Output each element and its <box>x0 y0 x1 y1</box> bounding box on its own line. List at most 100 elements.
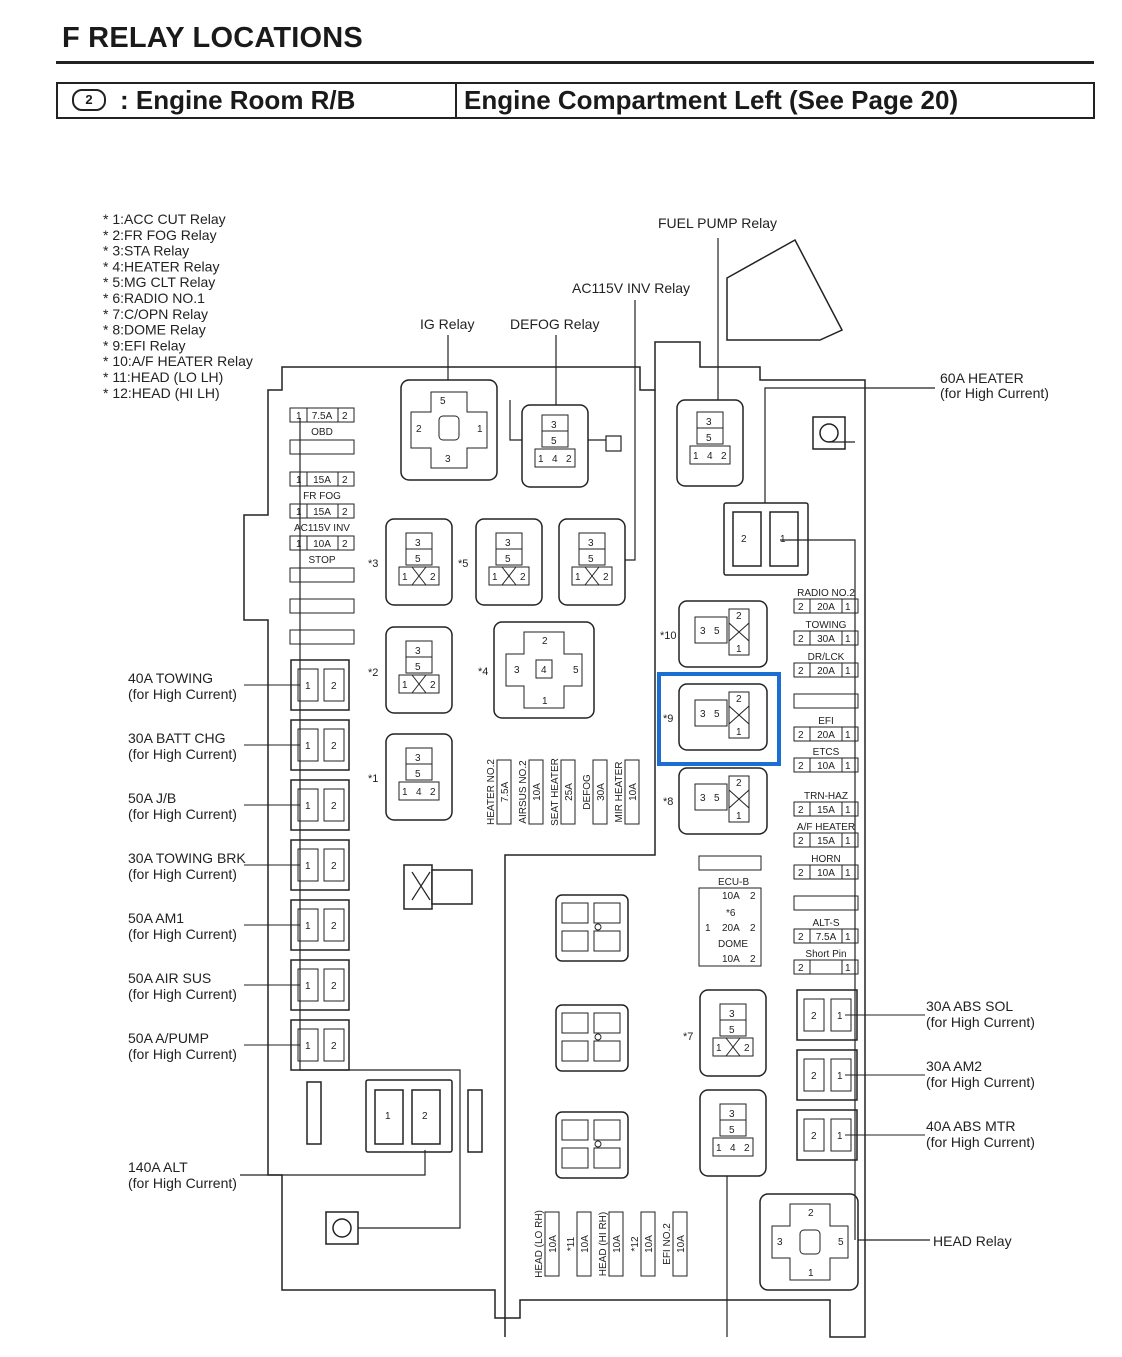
svg-text:2: 2 <box>798 634 804 645</box>
fuse-label: 30A TOWING BRK <box>128 850 246 866</box>
svg-text:1: 1 <box>705 923 711 934</box>
dome-amp: 10A <box>722 954 740 965</box>
fuse-amp: 10A <box>817 868 835 879</box>
fuse-amp: 20A <box>817 602 835 613</box>
svg-text:2: 2 <box>750 923 756 934</box>
fuse-label: 40A ABS MTR <box>926 1118 1015 1134</box>
legend-item: * 1:ACC CUT Relay <box>103 211 226 227</box>
svg-text:2: 2 <box>331 681 337 692</box>
fuse-name: *12 <box>630 1236 641 1251</box>
svg-text:2: 2 <box>808 1208 814 1219</box>
legend-item: * 7:C/OPN Relay <box>103 306 208 322</box>
legend-item: * 6:RADIO NO.1 <box>103 290 205 306</box>
alt-fuse-label: 140A ALT <box>128 1159 188 1175</box>
svg-text:5: 5 <box>415 769 421 780</box>
svg-text:1: 1 <box>296 539 302 550</box>
fuse-label: 40A TOWING <box>128 670 213 686</box>
svg-text:1: 1 <box>845 602 851 613</box>
svg-text:5: 5 <box>706 433 712 444</box>
svg-text:2: 2 <box>331 1041 337 1052</box>
svg-text:2: 2 <box>736 694 742 705</box>
svg-text:5: 5 <box>714 709 720 720</box>
fuse-amp: 10A <box>313 539 331 550</box>
svg-text:2: 2 <box>744 1143 750 1154</box>
fuse-label: 30A AM2 <box>926 1058 982 1074</box>
fuse-sub-label: (for High Current) <box>128 806 237 822</box>
svg-text:1: 1 <box>837 1071 843 1082</box>
svg-text:3: 3 <box>415 753 421 764</box>
fuse-sub-label: (for High Current) <box>926 1074 1035 1090</box>
svg-text:2: 2 <box>520 572 526 583</box>
svg-text:3: 3 <box>729 1109 735 1120</box>
block-lid <box>726 238 844 341</box>
legend-item: * 11:HEAD (LO LH) <box>103 369 223 385</box>
svg-text:4: 4 <box>707 451 713 462</box>
fuse-amp: 15A <box>817 805 835 816</box>
svg-text:2: 2 <box>566 454 572 465</box>
svg-text:3: 3 <box>505 538 511 549</box>
fuse-name: ETCS <box>813 747 840 758</box>
svg-text:1: 1 <box>385 1111 391 1122</box>
svg-text:3: 3 <box>700 626 706 637</box>
ecu-b-amp: 10A <box>722 891 740 902</box>
fuse-amp: 10A <box>676 1235 687 1253</box>
fuse-name: STOP <box>308 555 335 566</box>
legend-item: * 5:MG CLT Relay <box>103 274 215 290</box>
block-name: : Engine Room R/B <box>120 85 356 115</box>
svg-text:1: 1 <box>402 787 408 798</box>
fuse-sub-label: (for High Current) <box>926 1134 1035 1150</box>
svg-text:1: 1 <box>837 1011 843 1022</box>
legend-item: * 4:HEATER Relay <box>103 258 219 274</box>
ig-relay-label: IG Relay <box>420 316 474 332</box>
svg-text:2: 2 <box>736 611 742 622</box>
svg-text:5: 5 <box>415 662 421 673</box>
fuse-slot-empty <box>793 895 859 911</box>
svg-text:2: 2 <box>750 954 756 965</box>
svg-text:5: 5 <box>573 665 579 676</box>
svg-text:2: 2 <box>430 572 436 583</box>
svg-text:1: 1 <box>845 868 851 879</box>
fuse-amp: 10A <box>532 783 543 801</box>
svg-text:2: 2 <box>342 475 348 486</box>
fuse-amp: 10A <box>628 783 639 801</box>
svg-text:1: 1 <box>305 801 311 812</box>
relay-mark-7: *7 <box>683 1031 693 1043</box>
svg-text:5: 5 <box>415 554 421 565</box>
svg-text:2: 2 <box>798 836 804 847</box>
svg-text:2: 2 <box>342 507 348 518</box>
title-rule <box>56 61 1094 64</box>
svg-text:1: 1 <box>736 811 742 822</box>
inner-channel <box>504 390 656 1337</box>
svg-text:4: 4 <box>541 665 547 676</box>
svg-text:2: 2 <box>798 868 804 879</box>
section-title: F RELAY LOCATIONS <box>62 22 363 54</box>
svg-text:5: 5 <box>588 554 594 565</box>
svg-text:5: 5 <box>714 793 720 804</box>
ecu-b-label: ECU-B <box>718 877 749 888</box>
svg-text:2: 2 <box>416 424 422 435</box>
fuse-slot-empty <box>793 693 859 709</box>
svg-text:1: 1 <box>296 507 302 518</box>
svg-text:3: 3 <box>588 538 594 549</box>
svg-text:2: 2 <box>811 1011 817 1022</box>
alt-fuse-sub-label: (for High Current) <box>128 1175 237 1191</box>
svg-text:1: 1 <box>845 761 851 772</box>
fuse-amp: 10A <box>817 761 835 772</box>
svg-text:1: 1 <box>542 696 548 707</box>
